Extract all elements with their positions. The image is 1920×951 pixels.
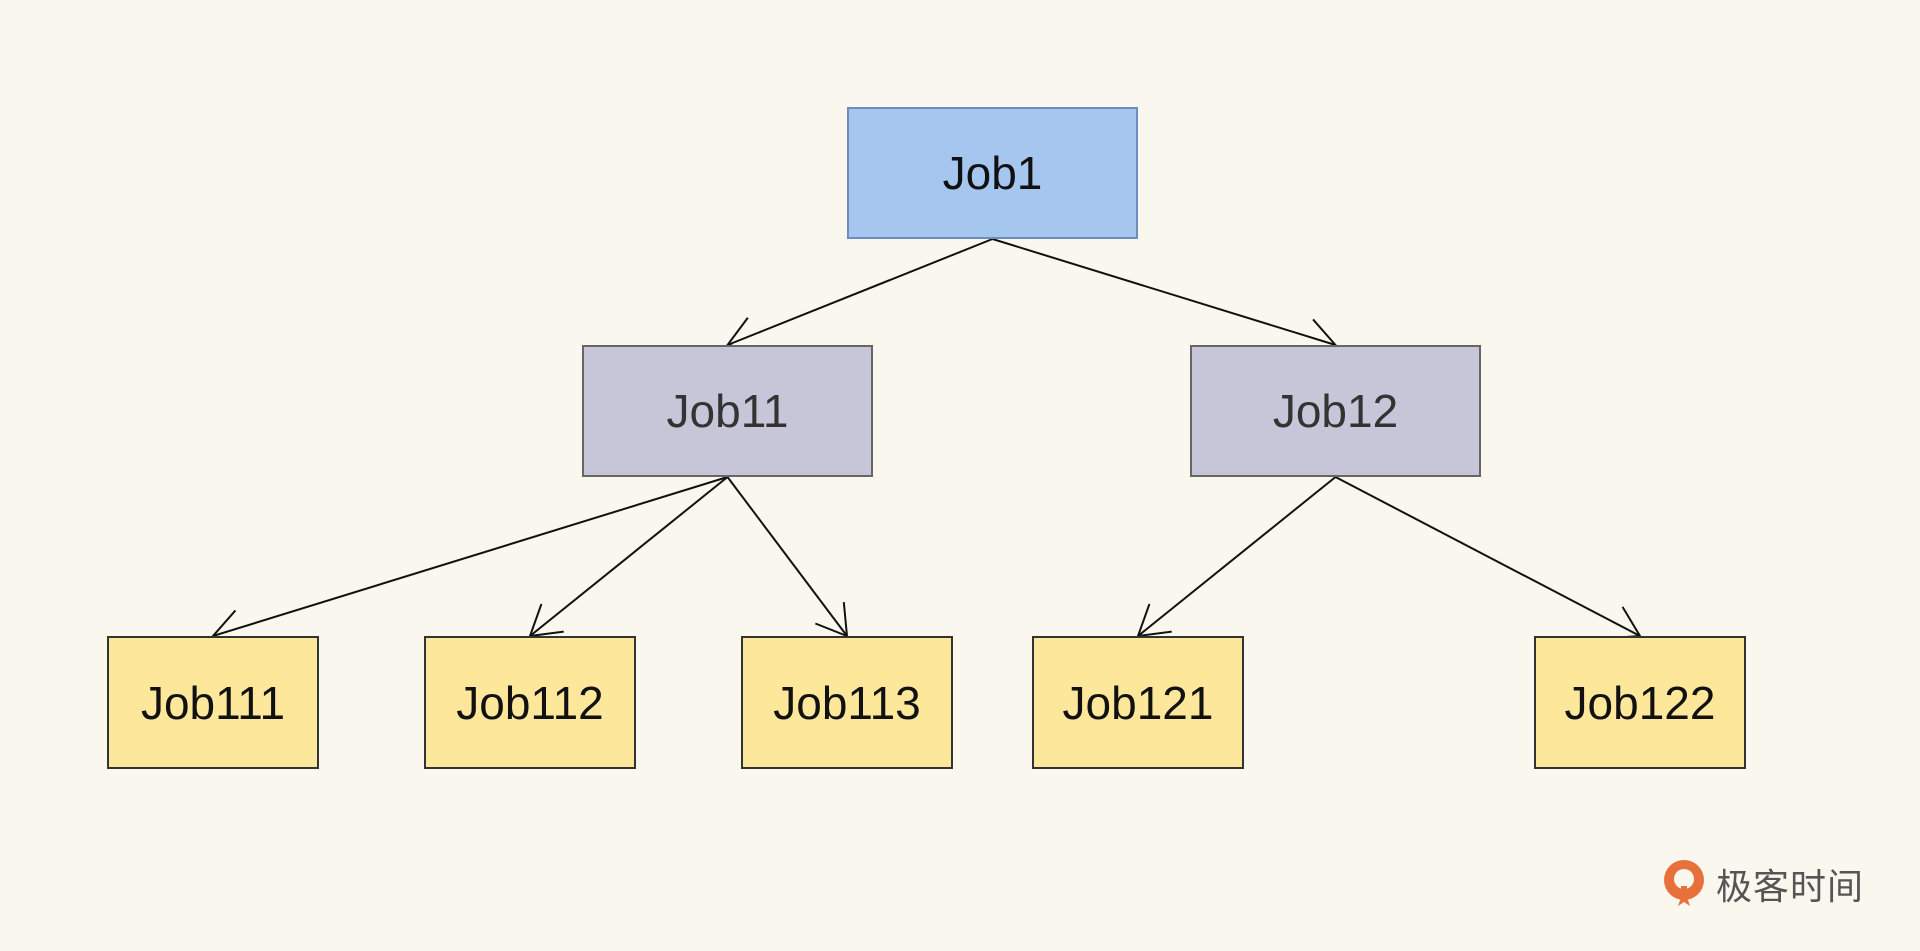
node-job12[interactable]: Job12 xyxy=(1190,345,1481,477)
node-job113-label: Job113 xyxy=(773,676,921,729)
edge-job11-job111 xyxy=(212,476,728,637)
node-job112-label: Job112 xyxy=(456,676,604,729)
node-job11[interactable]: Job11 xyxy=(582,345,873,477)
node-job121-label: Job121 xyxy=(1062,676,1214,729)
node-job112[interactable]: Job112 xyxy=(424,636,636,769)
node-job1-label: Job1 xyxy=(942,147,1043,199)
edge-job11-job112 xyxy=(529,476,729,637)
logo-text: 极客时间 xyxy=(1716,867,1865,908)
edge-job12-job122 xyxy=(1335,476,1641,637)
node-job12-label: Job12 xyxy=(1272,385,1399,437)
node-job122-label: Job122 xyxy=(1564,676,1716,729)
node-job11-label: Job11 xyxy=(666,385,789,437)
geektime-logo-icon xyxy=(1664,860,1704,906)
node-job113[interactable]: Job113 xyxy=(741,636,953,769)
geektime-logo: 极客时间 xyxy=(1660,856,1864,912)
node-job121[interactable]: Job121 xyxy=(1032,636,1244,769)
edge-job1-job11 xyxy=(727,238,993,346)
node-job1[interactable]: Job1 xyxy=(847,107,1138,239)
edge-job12-job121 xyxy=(1137,476,1337,637)
node-job111[interactable]: Job111 xyxy=(107,636,319,769)
edge-job11-job113 xyxy=(726,476,848,637)
node-job111-label: Job111 xyxy=(140,676,286,729)
node-job122[interactable]: Job122 xyxy=(1534,636,1746,769)
edge-job1-job12 xyxy=(992,238,1336,346)
